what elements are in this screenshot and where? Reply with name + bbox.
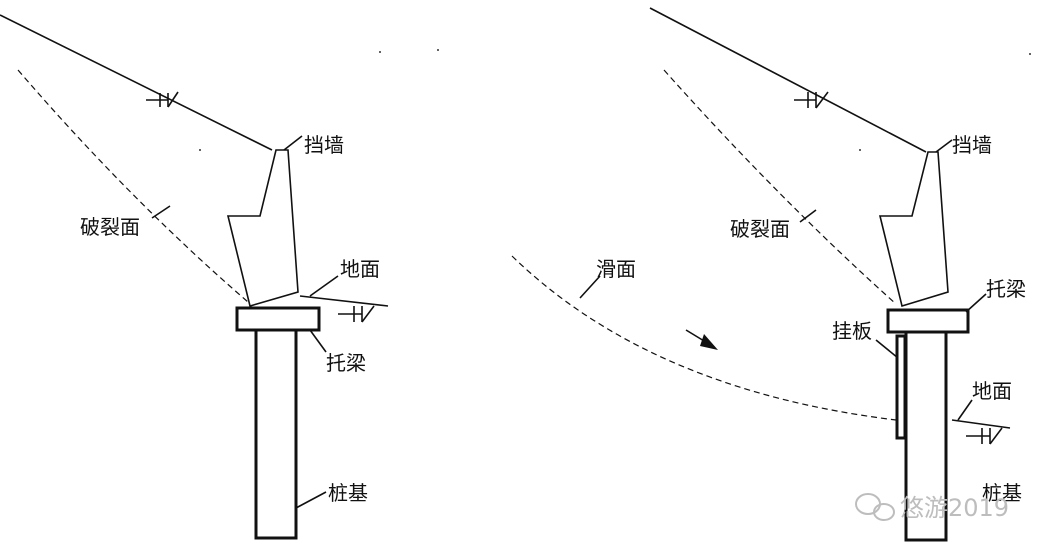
right-slip-arrow (685, 329, 718, 350)
right-slip-surface-line (511, 255, 897, 421)
left-label-retaining-wall: 挡墙 (304, 133, 344, 157)
right-retaining-wall (878, 151, 949, 308)
right-label-failure-surface: 破裂面 (730, 217, 790, 241)
left-pile (254, 328, 298, 540)
right-slip-leader (579, 275, 601, 299)
chat-bubble-icon (855, 493, 895, 521)
left-label-support-beam: 托梁 (326, 351, 366, 375)
right-failure-surface-line (663, 69, 897, 305)
left-failure-leader (151, 205, 171, 219)
left-beam-leader (309, 329, 327, 353)
right-ground-leader (957, 399, 973, 421)
right-ground-line (951, 419, 1011, 429)
left-pile-leader (295, 491, 327, 509)
left-slope-hatch (146, 91, 179, 108)
left-ground-line (299, 295, 389, 307)
left-label-ground-surface: 地面 (340, 257, 380, 281)
right-hanging-plate (895, 334, 907, 440)
right-failure-leader (799, 209, 817, 223)
right-pile (904, 330, 948, 542)
right-label-ground-surface: 地面 (972, 379, 1012, 403)
drawing-dots (199, 49, 1031, 151)
right-label-hanging-plate: 挂板 (832, 319, 872, 343)
left-label-failure-surface: 破裂面 (80, 215, 140, 239)
right-label-support-beam: 托梁 (986, 277, 1026, 301)
left-ground-leader (309, 275, 339, 297)
right-diagram: 挡墙 破裂面 滑面 托梁 挂板 地面 桩基 (511, 7, 1026, 542)
left-ground-hatch (338, 305, 375, 323)
right-ground-hatch (966, 427, 1003, 445)
right-support-beam (886, 308, 970, 334)
right-label-slip-surface: 滑面 (596, 257, 636, 281)
watermark: 悠游2019 (855, 493, 1009, 522)
right-wall-leader (935, 139, 953, 153)
left-label-pile-foundation: 桩基 (328, 481, 368, 505)
left-failure-surface-line (17, 69, 249, 303)
right-plate-leader (875, 339, 899, 359)
right-label-pile-foundation: 桩基 (982, 481, 1022, 505)
left-retaining-wall (226, 149, 299, 308)
left-slope-line (0, 14, 273, 151)
right-slope-line (649, 7, 927, 153)
watermark-text: 悠游2019 (900, 494, 1009, 522)
right-slope-hatch (794, 91, 829, 109)
left-wall-leader (283, 135, 303, 151)
left-support-beam (235, 306, 321, 332)
left-diagram: 挡墙 破裂面 地面 托梁 桩基 (0, 14, 389, 540)
right-label-retaining-wall: 挡墙 (952, 133, 992, 157)
right-beam-leader (965, 293, 987, 313)
